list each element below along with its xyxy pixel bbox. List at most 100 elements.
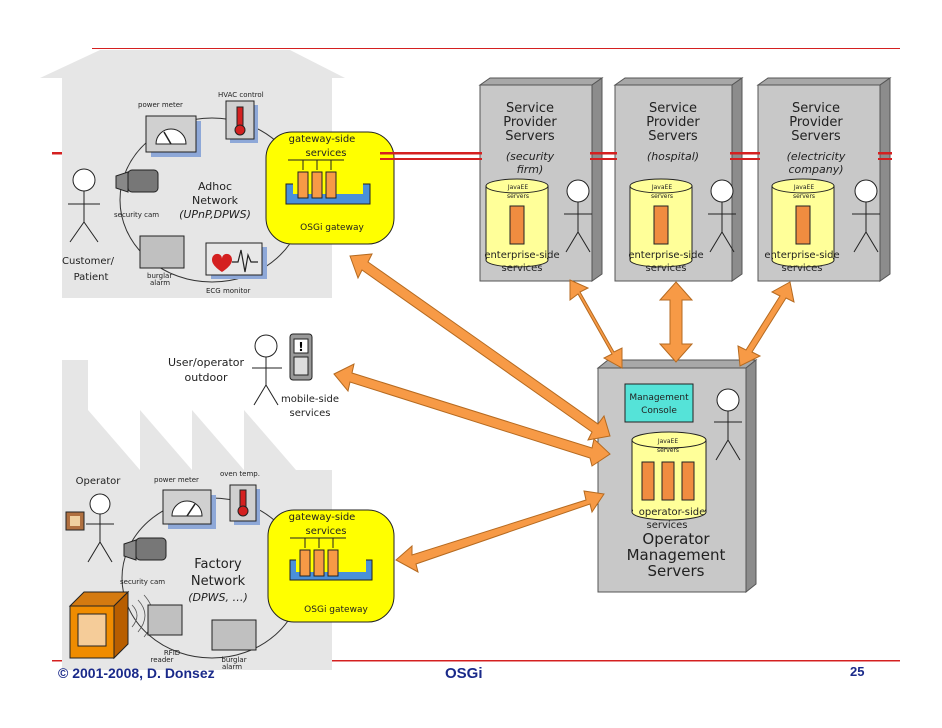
provider-2-db-1: JavaEE [651,184,672,191]
home-power-meter-label: power meter [138,101,183,109]
provider-3-side-1: enterprise-side [764,250,839,261]
home-network-line1: Adhoc [198,180,232,193]
customer-label-2: Patient [74,272,109,283]
provider-3-title-3: Servers [791,129,841,144]
factory-network-line1: Factory [194,557,242,572]
arrow-factory-to-operator [395,490,605,573]
operator-person-icon [86,493,114,563]
provider-1-db-1: JavaEE [507,184,528,191]
provider-2-db-icon [629,178,693,268]
provider-3-title-2: Provider [789,115,843,130]
provider-3-sub-1: (electricity [787,150,846,163]
console-label-1: Management [629,393,689,403]
provider-1-side-1: enterprise-side [484,250,559,261]
provider-1-person-icon [564,179,592,253]
footer-title: OSGi [445,665,483,682]
management-console-box [624,383,694,423]
provider-1-title-2: Provider [503,115,557,130]
home-gateway-label: OSGi gateway [300,223,364,233]
provider-1-side-2: services [501,263,542,274]
provider-2-sub-1: (hospital) [647,150,699,163]
ecg-monitor-icon [205,242,267,279]
provider-2-person-icon [708,179,736,253]
mobile-services-label-2: services [289,408,330,419]
provider-1-title-3: Servers [505,129,555,144]
rfid-reader-icon [147,604,183,636]
home-gateway-services-1: gateway-side [289,134,356,145]
home-gateway-services-2: services [305,148,346,159]
arrow-provider2-to-operator [658,281,694,363]
factory-network-line2: Network [191,574,246,589]
factory-gateway-services-2: services [305,526,346,537]
provider-3-db-2: servers [793,193,815,200]
provider-2-side-1: enterprise-side [628,250,703,261]
arrow-mobile-to-operator [333,363,611,467]
provider-1-sub-1: (security [506,150,555,163]
console-label-2: Console [641,406,677,416]
home-burglar-label-1: burglar [147,272,172,280]
home-network-line2: Network [192,194,239,207]
provider-1-db-icon [485,178,549,268]
arrow-provider1-to-operator [569,279,623,369]
operator-side-2: services [646,520,687,531]
camera-icon [115,169,159,193]
factory-network-line3: (DPWS, …) [188,591,248,604]
page-number: 25 [850,664,865,679]
home-security-cam-label: security cam [114,211,159,219]
mobile-user-label-2: outdoor [185,371,228,384]
provider-2-side-2: services [645,263,686,274]
factory-power-meter-icon [162,489,216,529]
factory-gateway-label: OSGi gateway [304,605,368,615]
factory-burglar-alarm-icon [211,619,257,651]
mobile-services-label-1: mobile-side [281,394,339,405]
factory-burglar-label-2: alarm [222,663,242,671]
provider-2-title-3: Servers [648,129,698,144]
operator-db-1: JavaEE [657,438,678,445]
provider-1-title-1: Service [506,101,554,116]
rfid-box-icon [68,590,130,660]
operator-db-2: servers [657,447,679,454]
provider-3-person-icon [852,179,880,253]
operator-title-1: Operator [642,530,710,548]
factory-burglar-label-1: burglar [221,656,246,664]
provider-1-sub-2: firm) [517,163,544,176]
operator-label: Operator [76,476,122,487]
provider-2-db-2: servers [651,193,673,200]
copyright-footer: © 2001-2008, D. Donsez [58,665,215,681]
rfid-label-2: reader [151,656,174,664]
factory-camera-icon [123,537,167,561]
provider-3-sub-2: company) [789,163,844,176]
customer-label-1: Customer/ [62,256,115,267]
mobile-phone-icon: ! [289,333,313,381]
provider-1-db-2: servers [507,193,529,200]
red-bottom-separator [52,660,900,662]
factory-osgi-gateway [267,509,395,623]
home-burglar-label-2: alarm [150,279,170,287]
burglar-alarm-icon [139,235,185,269]
home-osgi-gateway [265,131,395,245]
power-meter-icon [145,115,201,157]
rfid-tag-icon [65,511,85,531]
provider-3-side-2: services [781,263,822,274]
mobile-user-label-1: User/operator [168,356,245,369]
connection-arrows [333,253,795,573]
mobile-user-person-icon [252,334,282,406]
factory-gateway-services-1: gateway-side [289,512,356,523]
home-network-line3: (UPnP,DPWS) [179,208,251,221]
provider-2-title-2: Provider [646,115,700,130]
customer-patient-person-icon [68,168,100,243]
factory-power-meter-label: power meter [154,476,199,484]
arrow-home-to-operator [349,253,611,441]
operator-title-2: Management [627,546,726,564]
factory-oven-label: oven temp. [220,470,260,478]
provider-2-title-1: Service [649,101,697,116]
home-ecg-label: ECG monitor [206,287,250,295]
svg-text:!: ! [298,340,303,354]
operator-side-1: operator-side [639,507,705,518]
rfid-label-1: RFID [164,649,180,657]
arrow-provider3-to-operator [737,281,795,367]
operator-server-person-icon [714,388,742,461]
thermometer-icon [225,100,258,143]
factory-security-cam-label: security cam [120,578,165,586]
